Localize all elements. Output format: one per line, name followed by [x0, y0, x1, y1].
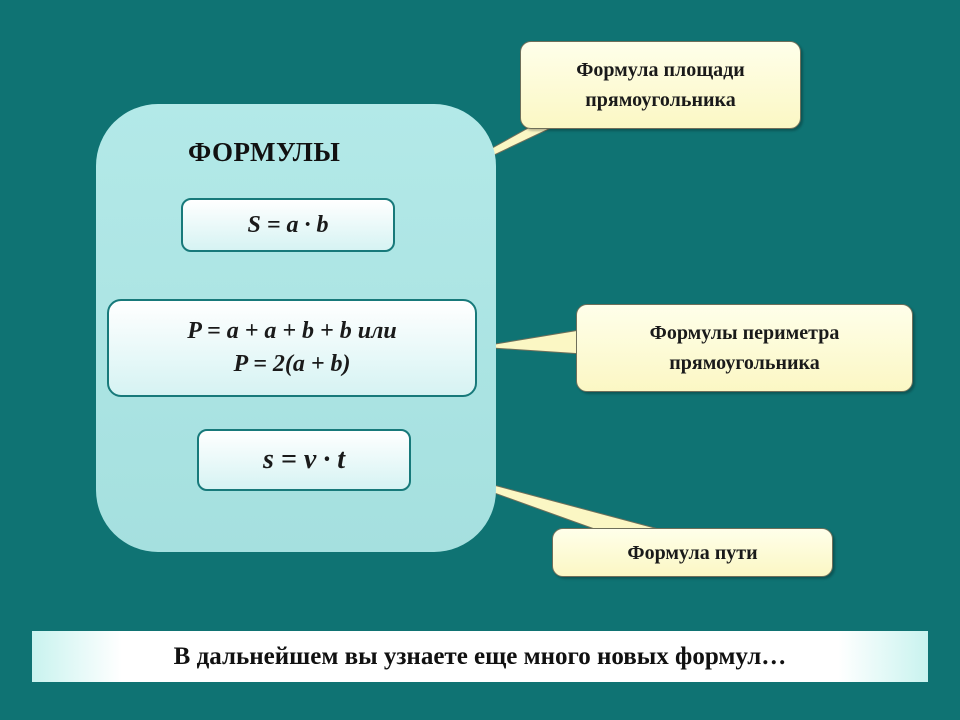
- formula-line: s = v · t: [262, 444, 346, 475]
- area-formula-box: S = a · b: [181, 198, 395, 252]
- formula-line: S = a · b: [247, 211, 329, 238]
- perimeter-callout: Формулы периметра прямоугольника: [576, 304, 913, 392]
- formula-line: P = 2(a + b): [233, 351, 351, 377]
- formula-line: P = a + a + b + b или: [187, 318, 397, 344]
- path-formula-box: s = v · t: [197, 429, 411, 491]
- path-callout: Формула пути: [552, 528, 833, 577]
- callout-line: прямоугольника: [669, 352, 820, 374]
- footer-banner: В дальнейшем вы узнаете еще много новых …: [32, 631, 928, 682]
- callout-line: Формулы периметра: [649, 322, 840, 344]
- callout-line: прямоугольника: [585, 89, 736, 111]
- callout-line: Формула площади: [576, 59, 745, 81]
- area-callout: Формула площади прямоугольника: [520, 41, 801, 129]
- callout-line: Формула пути: [627, 541, 758, 564]
- perimeter-formula-box: P = a + a + b + b или P = 2(a + b): [107, 299, 477, 397]
- footer-text: В дальнейшем вы узнаете еще много новых …: [173, 642, 787, 670]
- panel-title: ФОРМУЛЫ: [188, 137, 341, 167]
